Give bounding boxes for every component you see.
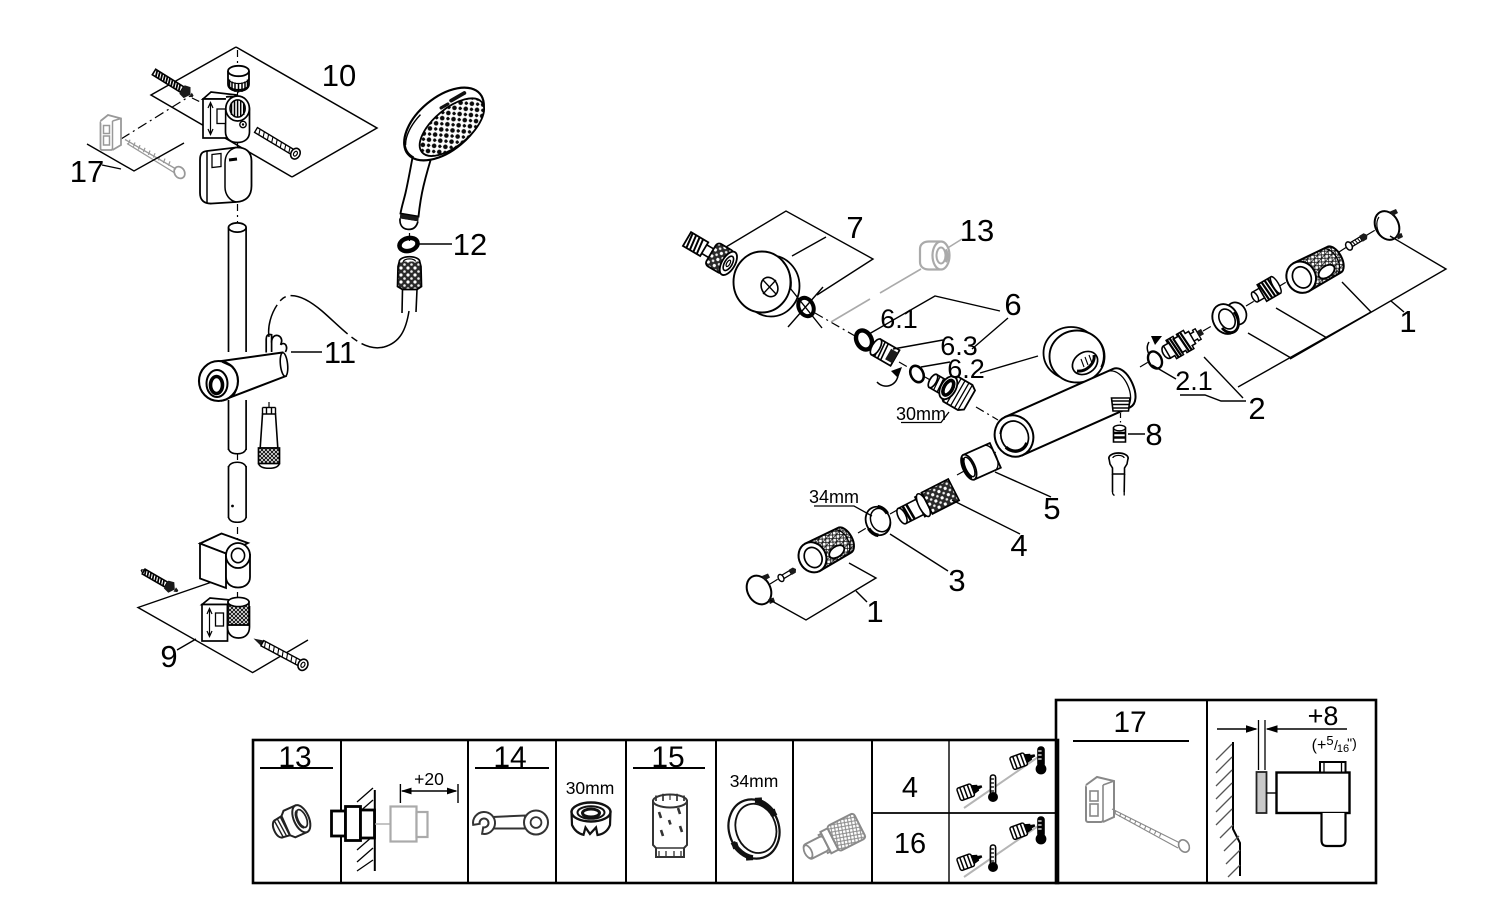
svg-text:30mm: 30mm bbox=[566, 778, 615, 798]
svg-text:9: 9 bbox=[160, 639, 177, 674]
svg-text:6.3: 6.3 bbox=[940, 331, 978, 361]
svg-text:12: 12 bbox=[453, 227, 487, 262]
svg-text:30mm: 30mm bbox=[896, 404, 946, 424]
svg-text:3: 3 bbox=[948, 563, 965, 598]
svg-text:16: 16 bbox=[894, 828, 926, 860]
svg-text:34mm: 34mm bbox=[809, 487, 859, 507]
svg-text:8: 8 bbox=[1145, 417, 1162, 452]
svg-text:(+: (+ bbox=[1312, 737, 1327, 754]
svg-text:/: / bbox=[1334, 737, 1338, 753]
svg-text:17: 17 bbox=[70, 154, 104, 189]
svg-text:6: 6 bbox=[1004, 287, 1021, 322]
svg-text:4: 4 bbox=[1010, 528, 1027, 563]
svg-text:34mm: 34mm bbox=[730, 771, 779, 791]
svg-text:"): ") bbox=[1347, 735, 1357, 751]
svg-text:+20: +20 bbox=[414, 769, 444, 789]
svg-text:+8: +8 bbox=[1308, 701, 1339, 731]
svg-text:13: 13 bbox=[960, 213, 994, 248]
svg-text:6.1: 6.1 bbox=[880, 304, 918, 334]
svg-text:5: 5 bbox=[1043, 491, 1060, 526]
svg-text:6.2: 6.2 bbox=[947, 354, 985, 384]
svg-text:1: 1 bbox=[1399, 304, 1416, 339]
svg-text:1: 1 bbox=[866, 594, 883, 629]
svg-text:10: 10 bbox=[322, 58, 356, 93]
svg-text:4: 4 bbox=[902, 772, 918, 804]
svg-text:15: 15 bbox=[651, 741, 684, 774]
svg-text:7: 7 bbox=[846, 210, 863, 245]
svg-text:5: 5 bbox=[1326, 733, 1333, 748]
svg-text:2.1: 2.1 bbox=[1175, 366, 1213, 396]
svg-text:2: 2 bbox=[1248, 391, 1265, 426]
svg-text:11: 11 bbox=[324, 335, 356, 370]
svg-text:16: 16 bbox=[1337, 743, 1349, 755]
svg-text:13: 13 bbox=[278, 741, 311, 774]
svg-text:14: 14 bbox=[493, 741, 526, 774]
svg-text:17: 17 bbox=[1113, 706, 1146, 739]
